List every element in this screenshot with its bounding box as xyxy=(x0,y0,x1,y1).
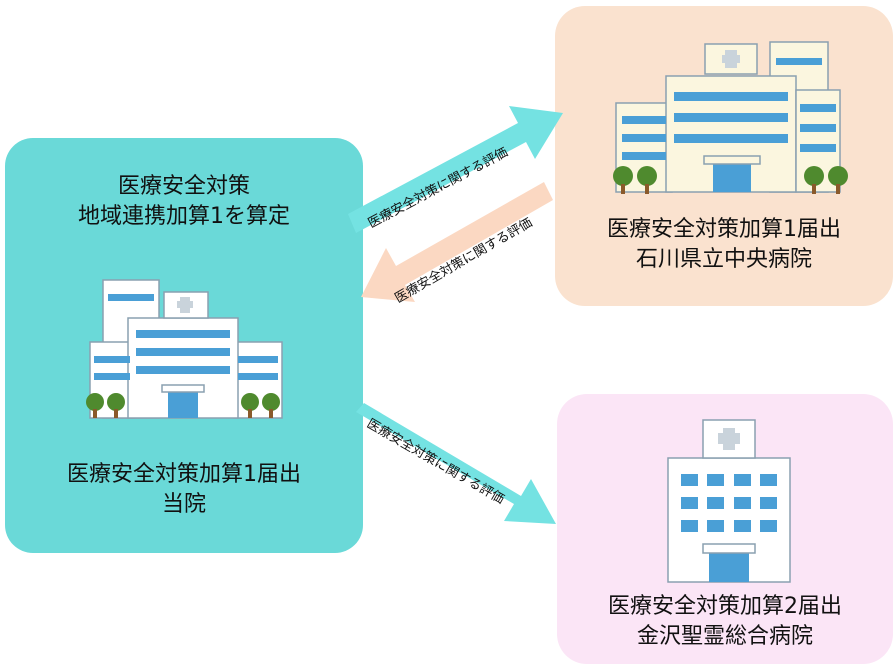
ishikawa-hospital-label-line1: 医療安全対策加算1届出 xyxy=(607,217,841,242)
arrow-to-top-right: 医療安全対策に関する評価 xyxy=(348,106,563,233)
this-hospital-title-line2: 地域連携加算1を算定 xyxy=(78,204,290,229)
hospital-building-icon xyxy=(613,41,848,194)
ishikawa-hospital-label: 医療安全対策加算1届出 石川県立中央病院 xyxy=(555,215,893,275)
kanazawa-hospital-label: 医療安全対策加算2届出 金沢聖霊総合病院 xyxy=(557,592,893,652)
arrow-to-bottom-right-label: 医療安全対策に関する評価 xyxy=(364,416,507,508)
this-hospital-title-line1: 医療安全対策 xyxy=(117,174,250,199)
this-hospital-label: 医療安全対策加算1届出 当院 xyxy=(5,460,363,520)
hospital-building-icon xyxy=(667,419,791,583)
hospital-building-icon xyxy=(86,279,283,419)
kanazawa-hospital-label-line1: 医療安全対策加算2届出 xyxy=(608,594,842,619)
arrow-to-bottom-right: 医療安全対策に関する評価 xyxy=(356,403,556,524)
this-hospital-label-line2: 当院 xyxy=(161,492,206,517)
ishikawa-hospital-label-line2: 石川県立中央病院 xyxy=(635,247,812,272)
this-hospital-label-line1: 医療安全対策加算1届出 xyxy=(67,462,301,487)
this-hospital-title: 医療安全対策 地域連携加算1を算定 xyxy=(5,172,363,232)
kanazawa-hospital-label-line2: 金沢聖霊総合病院 xyxy=(636,624,813,649)
